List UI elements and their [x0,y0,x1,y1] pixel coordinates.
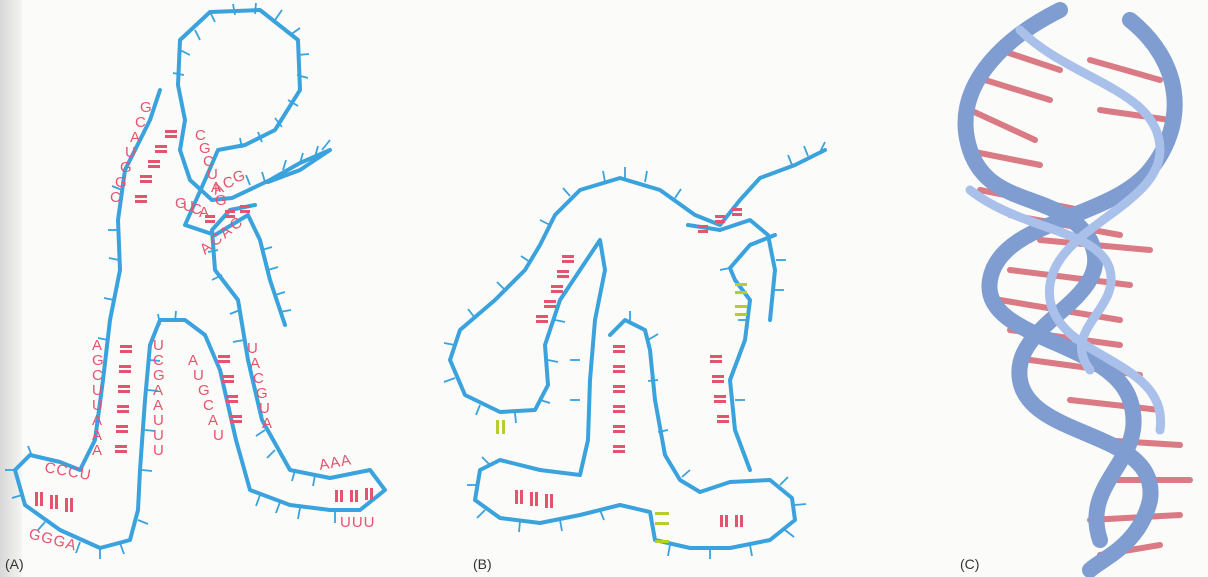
rna-backbone-b [450,150,825,548]
nucleotide-uuu: UUU [340,514,376,531]
panel-b-tertiary-structure: (B) [430,0,860,577]
panel-a-diagram: GCAUGGCCGCUAGACGGUCAACACAGCUUAAAUCGAAUUU… [0,0,430,577]
base-pairs-b [515,208,743,527]
nucleotide-right-stem-5: A [262,415,272,432]
panel-c-3d-ribbon-model: (C) [860,0,1208,577]
nucleotide-labels-a: GCAUGGCCGCUAGACGGUCAACACAGCUUAAAUCGAAUUU… [27,99,376,555]
nucleotide-top-left-6: C [110,189,121,206]
nucleotide-aaa: AAA [318,451,353,473]
nucleotide-mid-uca-3: A [199,204,209,221]
panel-b-diagram [430,0,860,577]
ribbon-backbone [966,10,1175,570]
nucleotide-ggga: GGGA [27,525,79,554]
panel-label-c: (C) [960,556,979,572]
backbone-ticks-b [444,142,825,559]
panel-label-b: (B) [473,556,492,572]
nucleotide-center-stem1-7: U [153,442,164,459]
nucleotide-center-stem2-5: U [213,427,224,444]
panel-label-a: (A) [5,556,24,572]
nucleotide-left-stem-7: A [92,442,102,459]
panel-c-ribbon-model [860,0,1208,577]
